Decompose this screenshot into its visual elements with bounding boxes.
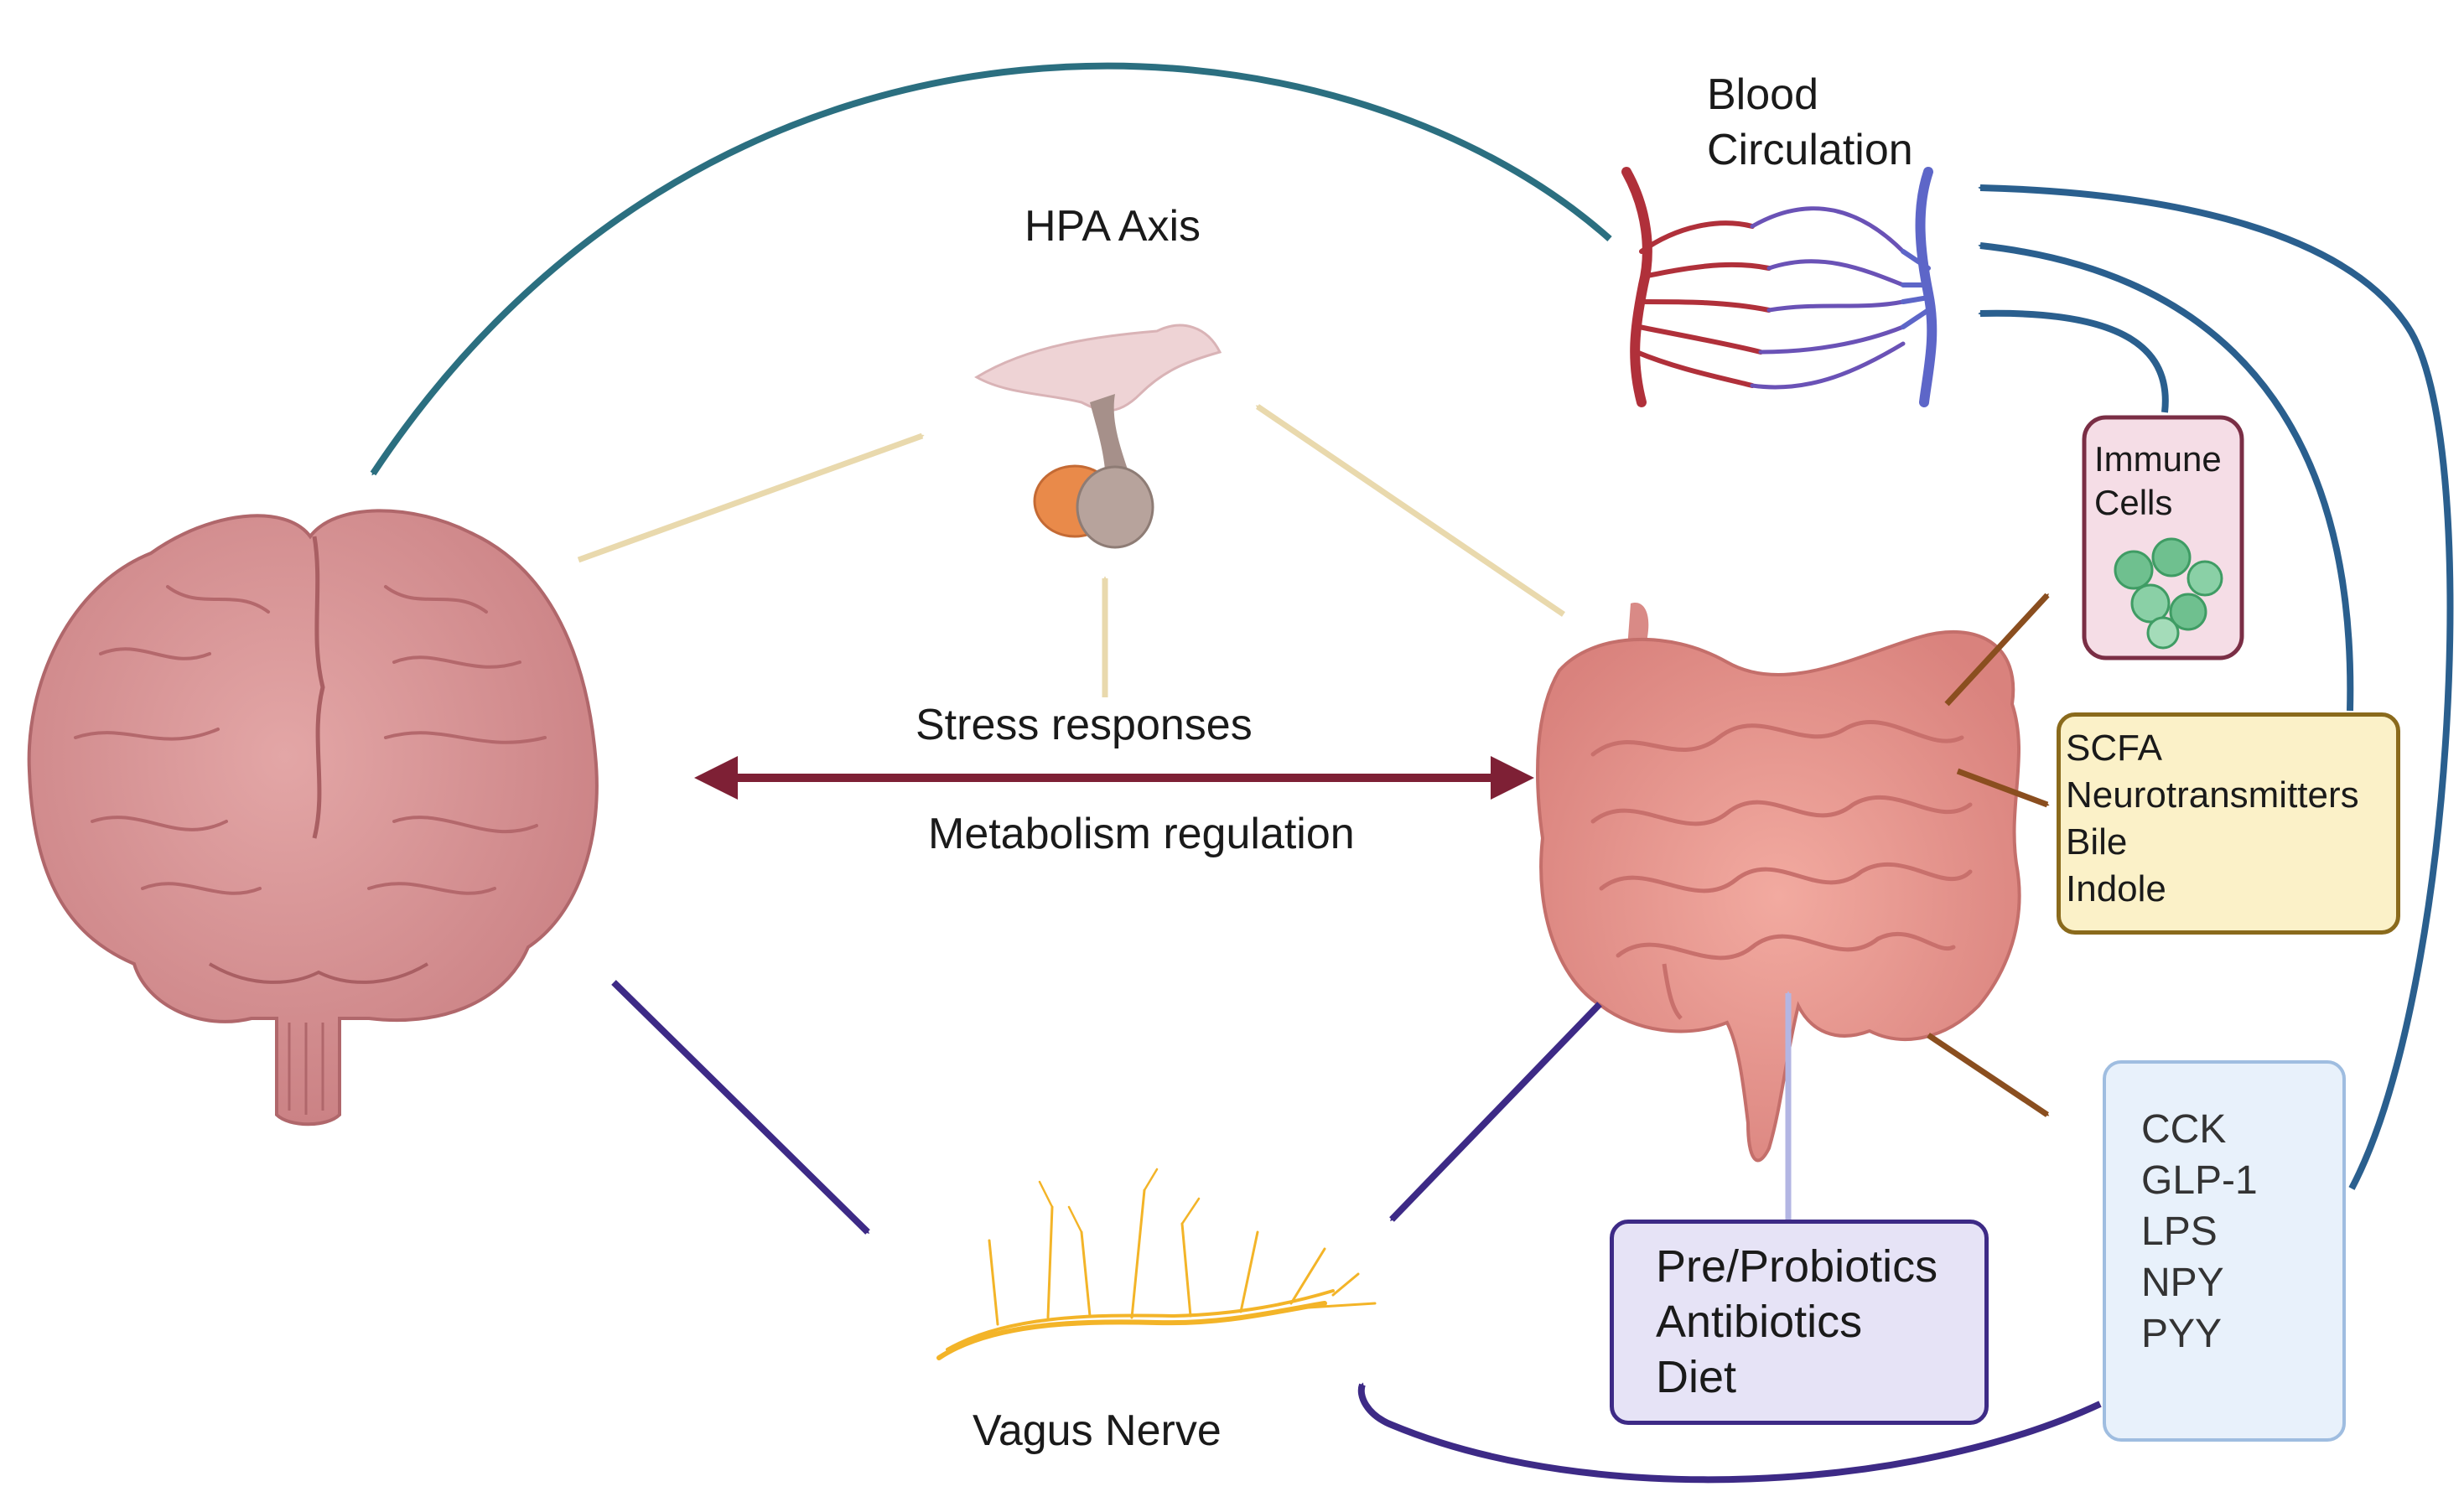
hormones-to-vagus-arrow — [1357, 1382, 2102, 1484]
gut-to-vagus-arrow — [1389, 1002, 1602, 1222]
stress-responses-label: Stress responses — [916, 701, 1253, 749]
brain-to-hpa-arrow — [577, 432, 925, 563]
immune-cells-line-1: Immune — [2094, 439, 2222, 479]
intervention-pre-probiotics: Pre/Probiotics — [1656, 1241, 1938, 1292]
brain-to-vagus-arrow — [611, 980, 870, 1235]
hpa-axis-label: HPA Axis — [1025, 202, 1201, 251]
gut-to-hpa-arrow — [1255, 404, 1565, 617]
metabolism-regulation-label: Metabolism regulation — [928, 810, 1355, 858]
pituitary-gland-icon — [974, 324, 1222, 549]
metabolites-to-circulation-arrow — [1978, 242, 2354, 712]
blood-circulation-line-2: Circulation — [1707, 126, 1913, 174]
hormone-cck: CCK — [2141, 1107, 2227, 1152]
hormone-pyy: PYY — [2141, 1312, 2223, 1356]
capillary-network-icon — [1621, 167, 1937, 407]
gut-to-immune-arrow — [1944, 593, 2050, 707]
interventions-box: Pre/Probiotics Antibiotics Diet — [1610, 1220, 1989, 1425]
hormone-glp-1: GLP-1 — [2141, 1158, 2258, 1203]
vagus-nerve-label: Vagus Nerve — [973, 1406, 1222, 1455]
metabolite-scfa: SCFA — [2066, 728, 2162, 769]
immune-to-circulation-arrow — [1978, 309, 2169, 413]
immune-cells-icon — [2114, 537, 2223, 650]
metabolite-bile: Bile — [2066, 821, 2128, 862]
brain-icon — [27, 509, 599, 1126]
brain-gut-arrowhead-left — [694, 756, 738, 800]
gut-to-brain-circulation-arrow — [370, 62, 1612, 476]
gut-hormones-box: CCK GLP-1 LPS NPY PYY — [2103, 1060, 2346, 1442]
hormones-to-circulation-arrow — [1978, 184, 2454, 1190]
gut-to-metabolites-arrow — [1956, 768, 2050, 808]
immune-cells-box — [2082, 415, 2244, 660]
gut-metabolites-box: SCFA Neurotransmitters Bile Indole — [2057, 712, 2400, 935]
brain-gut-arrowhead-right — [1491, 756, 1534, 800]
intervention-antibiotics: Antibiotics — [1656, 1297, 1863, 1347]
vagus-nerve-icon — [936, 1168, 1377, 1360]
hormone-lps: LPS — [2141, 1209, 2218, 1254]
intestine-icon — [1536, 603, 2021, 1163]
blood-circulation-line-1: Blood — [1707, 70, 1818, 119]
metabolite-indole: Indole — [2066, 868, 2166, 909]
gut-to-hormones-arrow — [1927, 1033, 2050, 1117]
hormone-npy: NPY — [2141, 1261, 2224, 1305]
intervention-diet: Diet — [1656, 1352, 1737, 1402]
immune-cells-line-2: Cells — [2094, 483, 2173, 522]
blood-circulation-label: Blood Circulation — [1707, 67, 1913, 178]
immune-cells-text: Immune Cells — [2094, 438, 2222, 525]
metabolite-neurotransmitters: Neurotransmitters — [2066, 774, 2359, 816]
